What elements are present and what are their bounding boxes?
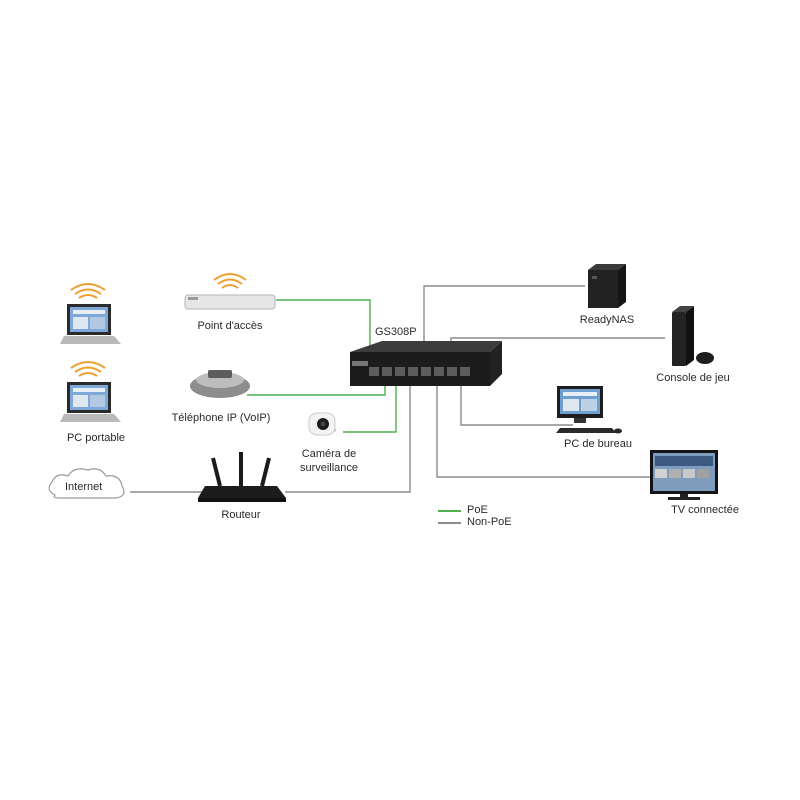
router-label: Routeur	[221, 509, 261, 521]
desktop-label: PC de bureau	[564, 438, 632, 450]
tv-label: TV connectée	[671, 504, 739, 516]
laptop-icon-2	[60, 382, 121, 422]
gamepad-icon	[696, 352, 714, 364]
camera-icon	[308, 412, 337, 436]
link-tv	[436, 380, 655, 478]
switch-gs308p	[350, 341, 502, 386]
internet-cloud-icon	[48, 468, 125, 499]
readynas-icon	[588, 264, 626, 308]
console-label: Console de jeu	[656, 372, 730, 384]
smart-tv-icon	[650, 450, 718, 500]
legend	[438, 510, 461, 524]
link-readynas	[423, 285, 585, 352]
router-icon	[198, 452, 286, 502]
laptop-icon-1	[60, 304, 121, 344]
link-desktop	[460, 380, 573, 426]
legend-nonpoe-label: Non-PoE	[467, 516, 512, 528]
desktop-pc-icon	[556, 386, 622, 434]
switch-model-label: GS308P	[375, 326, 417, 338]
game-console-icon	[672, 306, 714, 366]
switch-ports	[369, 367, 470, 376]
camera-label-line1: Caméra de	[301, 448, 357, 460]
link-router	[285, 380, 411, 493]
readynas-label: ReadyNAS	[579, 314, 635, 326]
legend-poe-label: PoE	[467, 504, 488, 516]
access-point-icon	[184, 294, 276, 310]
camera-label-line2: surveillance	[299, 462, 359, 474]
poe-link-camera	[343, 380, 397, 433]
access-point-label: Point d'accès	[197, 320, 263, 332]
internet-label: Internet	[65, 481, 103, 493]
wifi-signal-icon	[70, 283, 106, 299]
wifi-signal-icon	[70, 361, 106, 377]
ip-phone-icon	[190, 370, 250, 398]
laptop-label: PC portable	[66, 432, 126, 444]
ip-phone-label: Téléphone IP (VoIP)	[171, 412, 271, 424]
wifi-signal-icon	[213, 273, 247, 289]
